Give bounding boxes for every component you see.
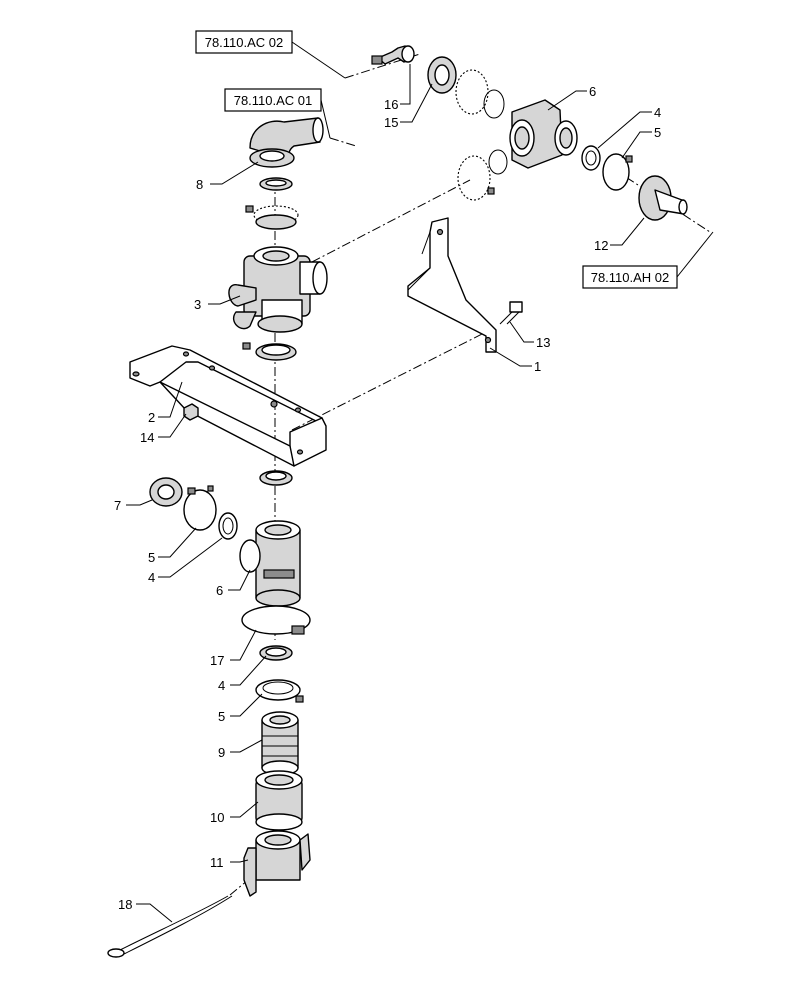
- washer-4-left: [218, 512, 238, 540]
- callout-5-left: 5: [148, 550, 155, 565]
- valve-3: [228, 246, 328, 333]
- reference-box-ac-02[interactable]: 78.110.AC 02: [195, 30, 293, 54]
- callout-18: 18: [118, 897, 132, 912]
- seal-7: [149, 477, 183, 507]
- washer-4-lower: [259, 645, 293, 661]
- coupling-10: [255, 770, 303, 831]
- callout-5-top: 5: [654, 125, 661, 140]
- ring-below-bracket: [259, 470, 293, 486]
- band-clamp-17: [241, 605, 311, 635]
- bracket-2: [129, 345, 327, 467]
- reference-label: 78.110.AC 02: [205, 35, 284, 50]
- reference-label: 78.110.AC 01: [234, 93, 313, 108]
- callout-17: 17: [210, 653, 224, 668]
- callout-11: 11: [210, 855, 224, 870]
- bracket-1: [407, 217, 497, 353]
- callout-10: 10: [210, 810, 224, 825]
- dotted-clamp-top: [455, 69, 505, 119]
- callout-9: 9: [218, 745, 225, 760]
- callout-6-top: 6: [589, 84, 596, 99]
- bolt-13: [499, 301, 523, 325]
- reference-box-ah-02[interactable]: 78.110.AH 02: [582, 265, 678, 289]
- dotted-clamp-mid: [457, 149, 508, 201]
- callout-16: 16: [384, 97, 398, 112]
- callout-15: 15: [384, 115, 398, 130]
- clip-5-top: [602, 153, 633, 191]
- valve-body-6-top: [509, 99, 578, 169]
- callout-13: 13: [536, 335, 550, 350]
- callout-12: 12: [594, 238, 608, 253]
- callout-leaders: [126, 64, 652, 923]
- clip-5-left: [183, 485, 217, 531]
- callout-14: 14: [140, 430, 154, 445]
- callout-5-lower: 5: [218, 709, 225, 724]
- callout-7: 7: [114, 498, 121, 513]
- washer-4-top: [581, 145, 601, 171]
- callout-6-lower: 6: [216, 583, 223, 598]
- elbow-fitting-16: [371, 45, 415, 65]
- callout-2: 2: [148, 410, 155, 425]
- callout-4-left: 4: [148, 570, 155, 585]
- callout-1: 1: [534, 359, 541, 374]
- seal-15: [427, 56, 457, 94]
- reference-box-ac-01[interactable]: 78.110.AC 01: [224, 88, 322, 112]
- ring-stack-upper: [245, 177, 299, 230]
- callout-4-top: 4: [654, 105, 661, 120]
- callout-3: 3: [194, 297, 201, 312]
- cord-18: [107, 895, 233, 958]
- ring-stack-below-valve: [242, 342, 297, 361]
- clip-5-lower: [255, 679, 304, 703]
- adapter-9: [261, 711, 299, 776]
- plug-12: [638, 175, 688, 221]
- valve-body-6-lower: [239, 520, 301, 607]
- callout-8: 8: [196, 177, 203, 192]
- cam-coupler-11: [243, 830, 311, 897]
- nut-14: [183, 403, 199, 421]
- callout-labels: 16 15 6 4 5 8 12 3 13 1 2 14 7 5 4 6 17 …: [114, 84, 661, 912]
- callout-4-lower: 4: [218, 678, 225, 693]
- reference-label: 78.110.AH 02: [591, 270, 670, 285]
- elbow-8: [249, 117, 324, 168]
